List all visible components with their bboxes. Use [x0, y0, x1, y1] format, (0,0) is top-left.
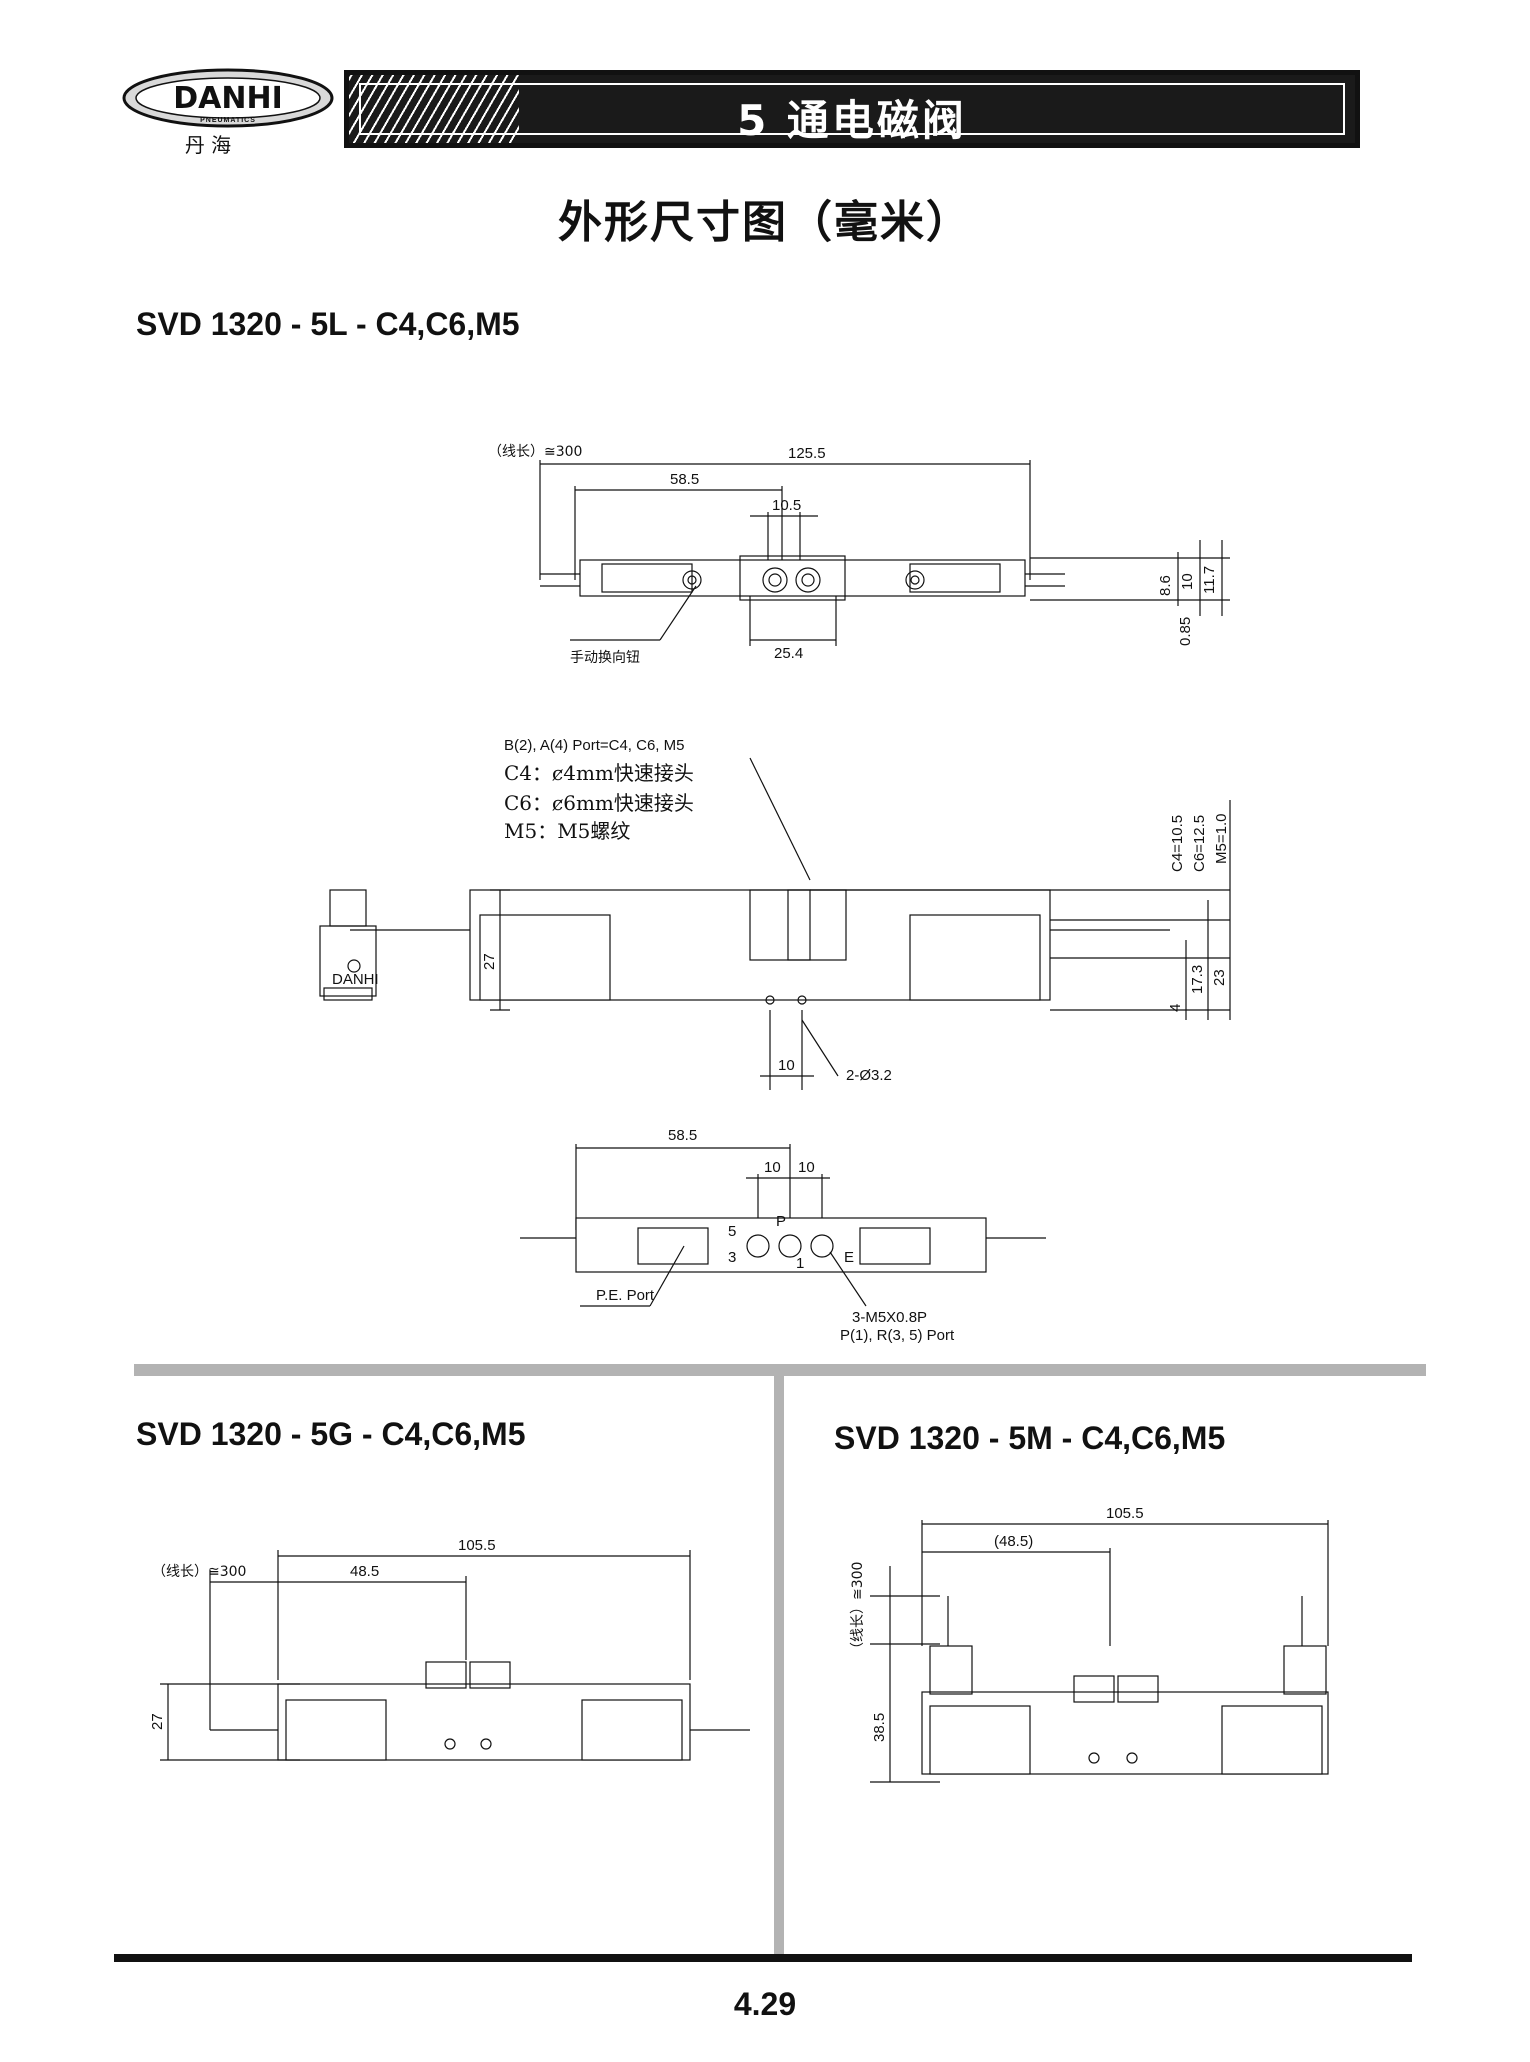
section-title-5g: SVD 1320 - 5G - C4,C6,M5 — [136, 1416, 526, 1452]
m-view-drawing: 105.5 (48.5) （线长）≅300 38.5 — [850, 1505, 1329, 1783]
svg-text:23: 23 — [1211, 969, 1228, 986]
svg-text:2-Ø3.2: 2-Ø3.2 — [846, 1067, 892, 1084]
svg-text:25.4: 25.4 — [774, 645, 803, 662]
svg-text:M5：M5螺纹: M5：M5螺纹 — [504, 819, 630, 843]
section-title-5m: SVD 1320 - 5M - C4,C6,M5 — [834, 1420, 1226, 1456]
page-heading: 外形尺寸图（毫米） — [558, 197, 972, 248]
svg-text:E: E — [844, 1249, 854, 1266]
danhi-logo: DANHI PNEUMATICS 丹 海 — [118, 66, 338, 158]
svg-text:PNEUMATICS: PNEUMATICS — [200, 117, 256, 124]
section-title-5l: SVD 1320 - 5L - C4,C6,M5 — [136, 306, 520, 342]
svg-text:105.5: 105.5 — [1106, 1505, 1144, 1522]
banner-frame — [359, 83, 1345, 135]
svg-text:P: P — [776, 1213, 786, 1230]
page-number: 4.29 — [733, 1986, 797, 2022]
section-divider-vertical — [774, 1376, 784, 1954]
svg-text:8.6: 8.6 — [1157, 575, 1174, 596]
svg-text:B(2), A(4) Port=C4, C6, M5: B(2), A(4) Port=C4, C6, M5 — [504, 737, 684, 754]
svg-text:27: 27 — [481, 953, 498, 970]
svg-text:4: 4 — [1167, 1004, 1184, 1012]
svg-text:0.85: 0.85 — [1177, 617, 1194, 646]
svg-text:5: 5 — [728, 1223, 736, 1240]
svg-text:DANHI: DANHI — [173, 81, 283, 116]
front-view-drawing: B(2), A(4) Port=C4, C6, M5 C4：ȼ4mm快速接头 C… — [319, 737, 1231, 1090]
svg-text:M5=1.0: M5=1.0 — [1213, 814, 1230, 864]
svg-text:1: 1 — [796, 1255, 804, 1272]
g-view-drawing: （线长）≅300 105.5 48.5 27 — [149, 1537, 750, 1761]
header-title: 5 通电磁阀 — [737, 96, 967, 145]
svg-text:P(1), R(3, 5) Port: P(1), R(3, 5) Port — [840, 1327, 955, 1344]
svg-text:(48.5): (48.5) — [994, 1533, 1033, 1550]
svg-text:（线长）≅300: （线长）≅300 — [488, 444, 582, 460]
section-divider-horizontal — [134, 1364, 1426, 1376]
svg-text:10: 10 — [778, 1057, 795, 1074]
bottom-view-drawing: 58.5 10 10 P.E. Port 3-M5X0.8P P(1), R(3… — [520, 1127, 1046, 1344]
svg-text:丹 海: 丹 海 — [185, 133, 231, 157]
svg-text:38.5: 38.5 — [871, 1713, 888, 1742]
svg-text:（线长）≅300: （线长）≅300 — [152, 1564, 246, 1580]
footer-rule — [114, 1954, 1412, 1962]
svg-text:10: 10 — [764, 1159, 781, 1176]
svg-text:10: 10 — [1179, 573, 1196, 590]
top-view-drawing: （线长）≅300 125.5 58.5 10.5 25.4 手动换向钮 8.6 … — [488, 444, 1230, 666]
svg-text:（线长）≅300: （线长）≅300 — [850, 1562, 866, 1656]
svg-text:10.5: 10.5 — [772, 497, 801, 514]
svg-text:3-M5X0.8P: 3-M5X0.8P — [852, 1309, 927, 1326]
svg-text:C4=10.5: C4=10.5 — [1169, 815, 1186, 872]
svg-text:10: 10 — [798, 1159, 815, 1176]
svg-text:48.5: 48.5 — [350, 1563, 379, 1580]
svg-text:125.5: 125.5 — [788, 445, 826, 462]
svg-text:DANHI: DANHI — [332, 971, 379, 988]
svg-text:P.E. Port: P.E. Port — [596, 1287, 655, 1304]
svg-text:58.5: 58.5 — [668, 1127, 697, 1144]
svg-text:C4：ȼ4mm快速接头: C4：ȼ4mm快速接头 — [504, 761, 694, 785]
svg-text:58.5: 58.5 — [670, 471, 699, 488]
svg-text:3: 3 — [728, 1249, 736, 1266]
svg-text:手动换向钮: 手动换向钮 — [570, 649, 640, 666]
svg-text:11.7: 11.7 — [1201, 566, 1218, 594]
svg-text:C6=12.5: C6=12.5 — [1191, 815, 1208, 872]
banner-stripes — [349, 75, 519, 143]
svg-text:C6：ȼ6mm快速接头: C6：ȼ6mm快速接头 — [504, 791, 694, 815]
svg-text:17.3: 17.3 — [1189, 965, 1206, 994]
svg-text:105.5: 105.5 — [458, 1537, 496, 1554]
svg-text:27: 27 — [149, 1713, 166, 1730]
header-banner: 5 通电磁阀 — [344, 70, 1360, 148]
